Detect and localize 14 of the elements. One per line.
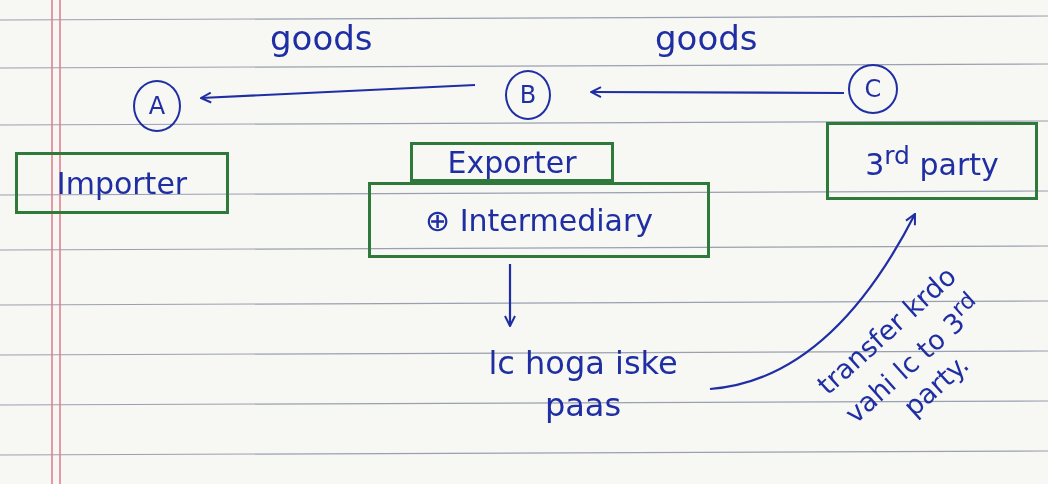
- edge-label: goods: [270, 18, 373, 58]
- circled-letter: C: [848, 64, 898, 114]
- label-box: 3$^{rd}$ party: [826, 122, 1038, 200]
- arrow: [590, 86, 844, 99]
- edge-label: goods: [655, 18, 758, 58]
- label-box: Exporter: [410, 142, 614, 182]
- arrow: [504, 264, 516, 327]
- note-text: lc hoga iske paas: [478, 330, 688, 440]
- circled-letter: B: [505, 70, 551, 120]
- label-box: ⊕ Intermediary: [368, 182, 710, 258]
- label-box: Importer: [15, 152, 229, 214]
- arrow: [200, 83, 476, 104]
- circled-letter: A: [133, 80, 181, 132]
- arrow: [709, 213, 916, 391]
